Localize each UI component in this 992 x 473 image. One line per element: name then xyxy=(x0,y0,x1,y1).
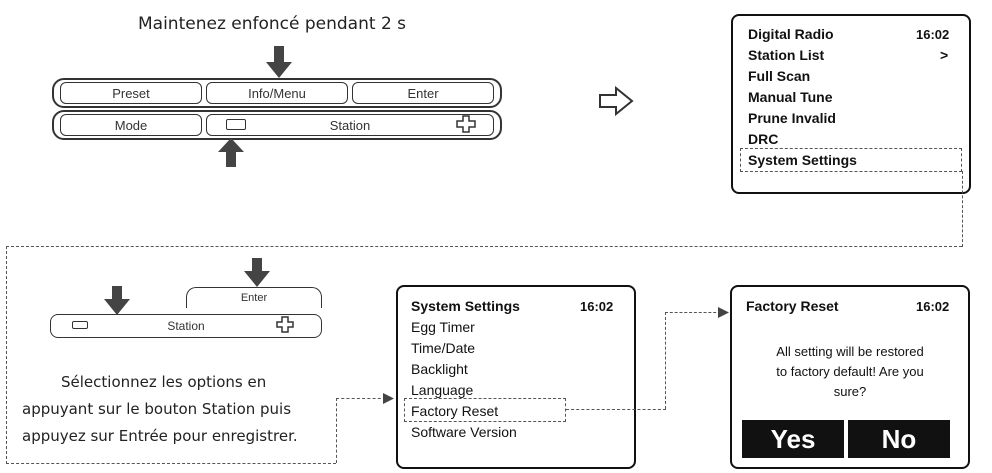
menu-item-prune-invalid[interactable]: Prune Invalid xyxy=(748,110,836,126)
connector-line xyxy=(6,463,336,464)
up-arrow-icon xyxy=(218,138,244,167)
highlight-box xyxy=(740,148,962,172)
preset-button[interactable]: Preset xyxy=(60,82,202,104)
message-line: to factory default! Are you xyxy=(776,364,924,379)
connector-line xyxy=(336,398,386,399)
menu-item-time-date[interactable]: Time/Date xyxy=(411,340,476,356)
down-arrow-icon xyxy=(244,258,270,287)
hold-instruction: Maintenez enfoncé pendant 2 s xyxy=(138,14,407,34)
mode-button[interactable]: Mode xyxy=(60,114,202,136)
confirm-message: All setting will be restored to factory … xyxy=(734,342,966,402)
submenu-arrow-icon: > xyxy=(940,47,949,63)
menu-item-drc[interactable]: DRC xyxy=(748,131,779,147)
message-line: sure? xyxy=(833,384,867,399)
instruction-line-1: Sélectionnez les options en xyxy=(61,373,267,391)
menu-item-system-settings[interactable]: System Settings xyxy=(748,152,857,168)
menu-item-station-list[interactable]: Station List xyxy=(748,47,825,63)
instruction-line-2: appuyant sur le bouton Station puis xyxy=(22,400,292,418)
info-menu-button[interactable]: Info/Menu xyxy=(206,82,348,104)
system-settings-screen xyxy=(396,285,636,469)
screen-title: Digital Radio xyxy=(748,26,834,42)
screen-title: Factory Reset xyxy=(746,298,839,314)
enter-button[interactable]: Enter xyxy=(186,287,322,308)
station-control[interactable]: Station xyxy=(50,314,322,338)
arrow-head-icon xyxy=(383,393,394,404)
yes-button[interactable]: Yes xyxy=(742,420,844,458)
highlight-box xyxy=(404,398,566,422)
connector-line xyxy=(336,398,337,463)
instruction-line-3: appuyez sur Entrée pour enregistrer. xyxy=(22,427,298,445)
screen-title: System Settings xyxy=(411,298,520,314)
down-arrow-icon xyxy=(266,46,292,78)
plus-icon[interactable] xyxy=(276,316,294,333)
station-label: Station xyxy=(167,319,205,333)
minus-icon[interactable] xyxy=(226,119,246,130)
menu-item-manual-tune[interactable]: Manual Tune xyxy=(748,89,833,105)
connector-line xyxy=(566,409,666,410)
menu-item-software-version[interactable]: Software Version xyxy=(411,424,517,440)
menu-item-factory-reset[interactable]: Factory Reset xyxy=(411,403,499,419)
connector-line xyxy=(6,171,963,247)
connector-line xyxy=(6,246,7,464)
minus-icon[interactable] xyxy=(72,321,88,329)
connector-line xyxy=(665,312,721,313)
down-arrow-icon xyxy=(104,286,130,315)
next-arrow-icon xyxy=(599,86,634,116)
plus-icon[interactable] xyxy=(456,115,476,133)
station-label: Station xyxy=(329,117,371,133)
screen-time: 16:02 xyxy=(580,299,614,314)
station-control[interactable]: Station xyxy=(206,114,494,136)
arrow-head-icon xyxy=(718,307,729,318)
menu-item-egg-timer[interactable]: Egg Timer xyxy=(411,319,475,335)
digital-radio-menu-screen xyxy=(731,14,971,194)
no-button[interactable]: No xyxy=(848,420,950,458)
menu-item-backlight[interactable]: Backlight xyxy=(411,361,468,377)
menu-item-language[interactable]: Language xyxy=(411,382,474,398)
message-line: All setting will be restored xyxy=(776,344,924,359)
enter-button[interactable]: Enter xyxy=(352,82,494,104)
screen-time: 16:02 xyxy=(916,299,950,314)
connector-line xyxy=(665,312,666,409)
screen-time: 16:02 xyxy=(916,27,950,42)
connector-line xyxy=(6,246,962,247)
menu-item-full-scan[interactable]: Full Scan xyxy=(748,68,811,84)
